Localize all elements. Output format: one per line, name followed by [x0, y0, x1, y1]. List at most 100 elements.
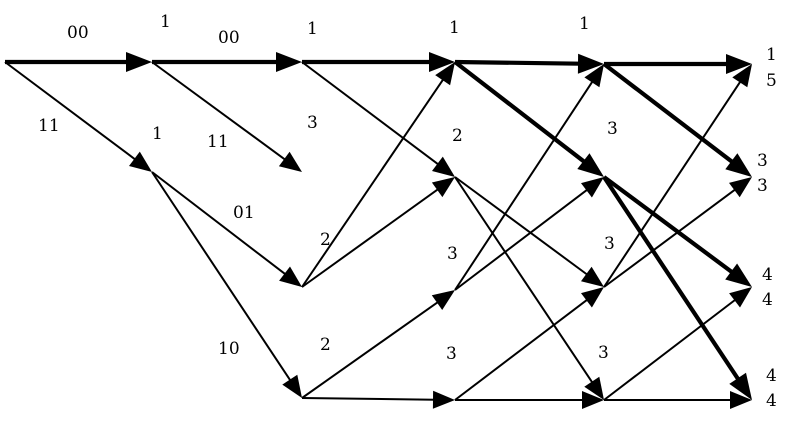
edges-layer — [4, 52, 752, 409]
edge-e-n10-n13 — [454, 287, 604, 401]
arrowhead — [282, 374, 302, 398]
arrowhead — [584, 64, 604, 88]
arrowhead — [726, 54, 752, 74]
edge-line — [151, 171, 287, 276]
edge-label-01: 01 — [233, 203, 255, 223]
arrowhead — [126, 52, 152, 72]
edge-line — [454, 59, 581, 66]
metric-s3-r3: 3 — [446, 344, 457, 364]
arrowhead — [582, 391, 604, 409]
edge-e-n8-n13 — [454, 176, 604, 287]
edge-line — [454, 298, 589, 401]
edge-e-n7-n11 — [454, 53, 604, 74]
metric-s2-r3: 2 — [320, 335, 331, 355]
edge-e-n13-n16 — [603, 177, 752, 288]
edge-e-n12-n17 — [602, 175, 752, 287]
arrowhead — [429, 52, 455, 72]
metric-final-1a: 1 — [766, 45, 777, 65]
arrowhead — [581, 177, 604, 198]
edge-e-n13-n15 — [603, 64, 752, 288]
edge-line — [454, 80, 594, 291]
arrowhead — [435, 62, 455, 86]
arrowhead — [581, 287, 604, 308]
metric-final-4b: 4 — [766, 391, 777, 411]
edge-e-n2-n5 — [151, 171, 302, 287]
edge-line — [602, 175, 741, 382]
arrowhead — [432, 156, 455, 177]
arrowhead — [584, 376, 604, 400]
edge-e-n6-n10 — [301, 390, 455, 409]
arrowhead — [729, 287, 752, 308]
metric-s3-r2: 3 — [447, 244, 458, 264]
metric-s1-mid: 1 — [152, 124, 163, 144]
arrowhead — [431, 290, 455, 310]
edge-e-n3-n7 — [302, 52, 455, 72]
metric-s2-r2: 2 — [320, 230, 331, 250]
metric-s2-r1: 3 — [307, 113, 318, 133]
arrowhead — [432, 390, 455, 409]
metric-final-2a: 3 — [757, 151, 768, 171]
edge-line — [301, 61, 440, 166]
arrowhead — [279, 266, 302, 287]
edge-e-n14-n18 — [604, 391, 752, 409]
metric-final-3a: 4 — [762, 265, 773, 285]
arrowhead — [577, 153, 604, 177]
edge-line — [602, 62, 735, 165]
edge-e-n7-n12 — [453, 60, 604, 177]
edge-e-n9-n11 — [454, 64, 604, 291]
edge-e-n5-n7 — [301, 62, 455, 288]
edge-e-n10-n14 — [455, 391, 604, 409]
arrowhead — [276, 52, 302, 72]
arrowhead — [278, 151, 302, 172]
edge-line — [454, 176, 589, 276]
edge-e-n11-n15 — [604, 54, 752, 74]
metric-s4-r2: 3 — [604, 234, 615, 254]
arrowhead — [730, 391, 752, 409]
arrowhead — [729, 372, 752, 400]
edge-e-n5-n8 — [301, 177, 455, 288]
edge-line — [603, 298, 737, 401]
edge-label-10: 10 — [218, 339, 240, 359]
arrowhead — [725, 263, 752, 287]
metric-s2-top: 1 — [307, 19, 318, 39]
arrowhead — [129, 151, 152, 172]
edge-line — [301, 77, 445, 288]
metric-s3-top: 1 — [449, 18, 460, 38]
metric-final-4a: 4 — [766, 366, 777, 386]
edge-label-11-a: 11 — [38, 116, 60, 136]
edge-label-11-b: 11 — [207, 132, 229, 152]
edge-e-n2-n6 — [151, 171, 302, 398]
arrowhead — [732, 64, 752, 88]
edge-line — [151, 61, 287, 161]
edge-e-n11-n16 — [602, 62, 752, 177]
edge-line — [454, 176, 594, 384]
edge-e-n1-n4 — [151, 61, 302, 172]
edge-e-n0-n2 — [4, 61, 152, 172]
metric-final-2b: 3 — [757, 176, 768, 196]
edge-line — [453, 60, 587, 164]
edge-line — [301, 187, 440, 288]
edge-e-n8-n14 — [454, 176, 604, 400]
metric-s4-top: 1 — [579, 14, 590, 34]
metric-final-3b: 4 — [762, 290, 773, 310]
edge-label-00-a: 00 — [67, 23, 89, 43]
edge-line — [4, 61, 137, 161]
edge-line — [602, 175, 734, 275]
arrowhead — [725, 153, 752, 177]
edge-e-n1-n3 — [152, 52, 302, 72]
arrowhead — [729, 177, 752, 198]
edge-e-n12-n18 — [602, 175, 752, 400]
metric-s4-r3: 3 — [598, 343, 609, 363]
edge-line — [151, 171, 292, 382]
edge-line — [301, 300, 440, 399]
edge-line — [454, 188, 589, 291]
edge-line — [603, 80, 742, 288]
edge-e-n6-n9 — [301, 290, 455, 399]
edge-e-n3-n8 — [301, 61, 455, 177]
arrowhead — [577, 53, 604, 74]
edge-line — [301, 397, 436, 401]
metric-s4-r1: 3 — [607, 119, 618, 139]
metric-s1-top: 1 — [160, 12, 171, 32]
